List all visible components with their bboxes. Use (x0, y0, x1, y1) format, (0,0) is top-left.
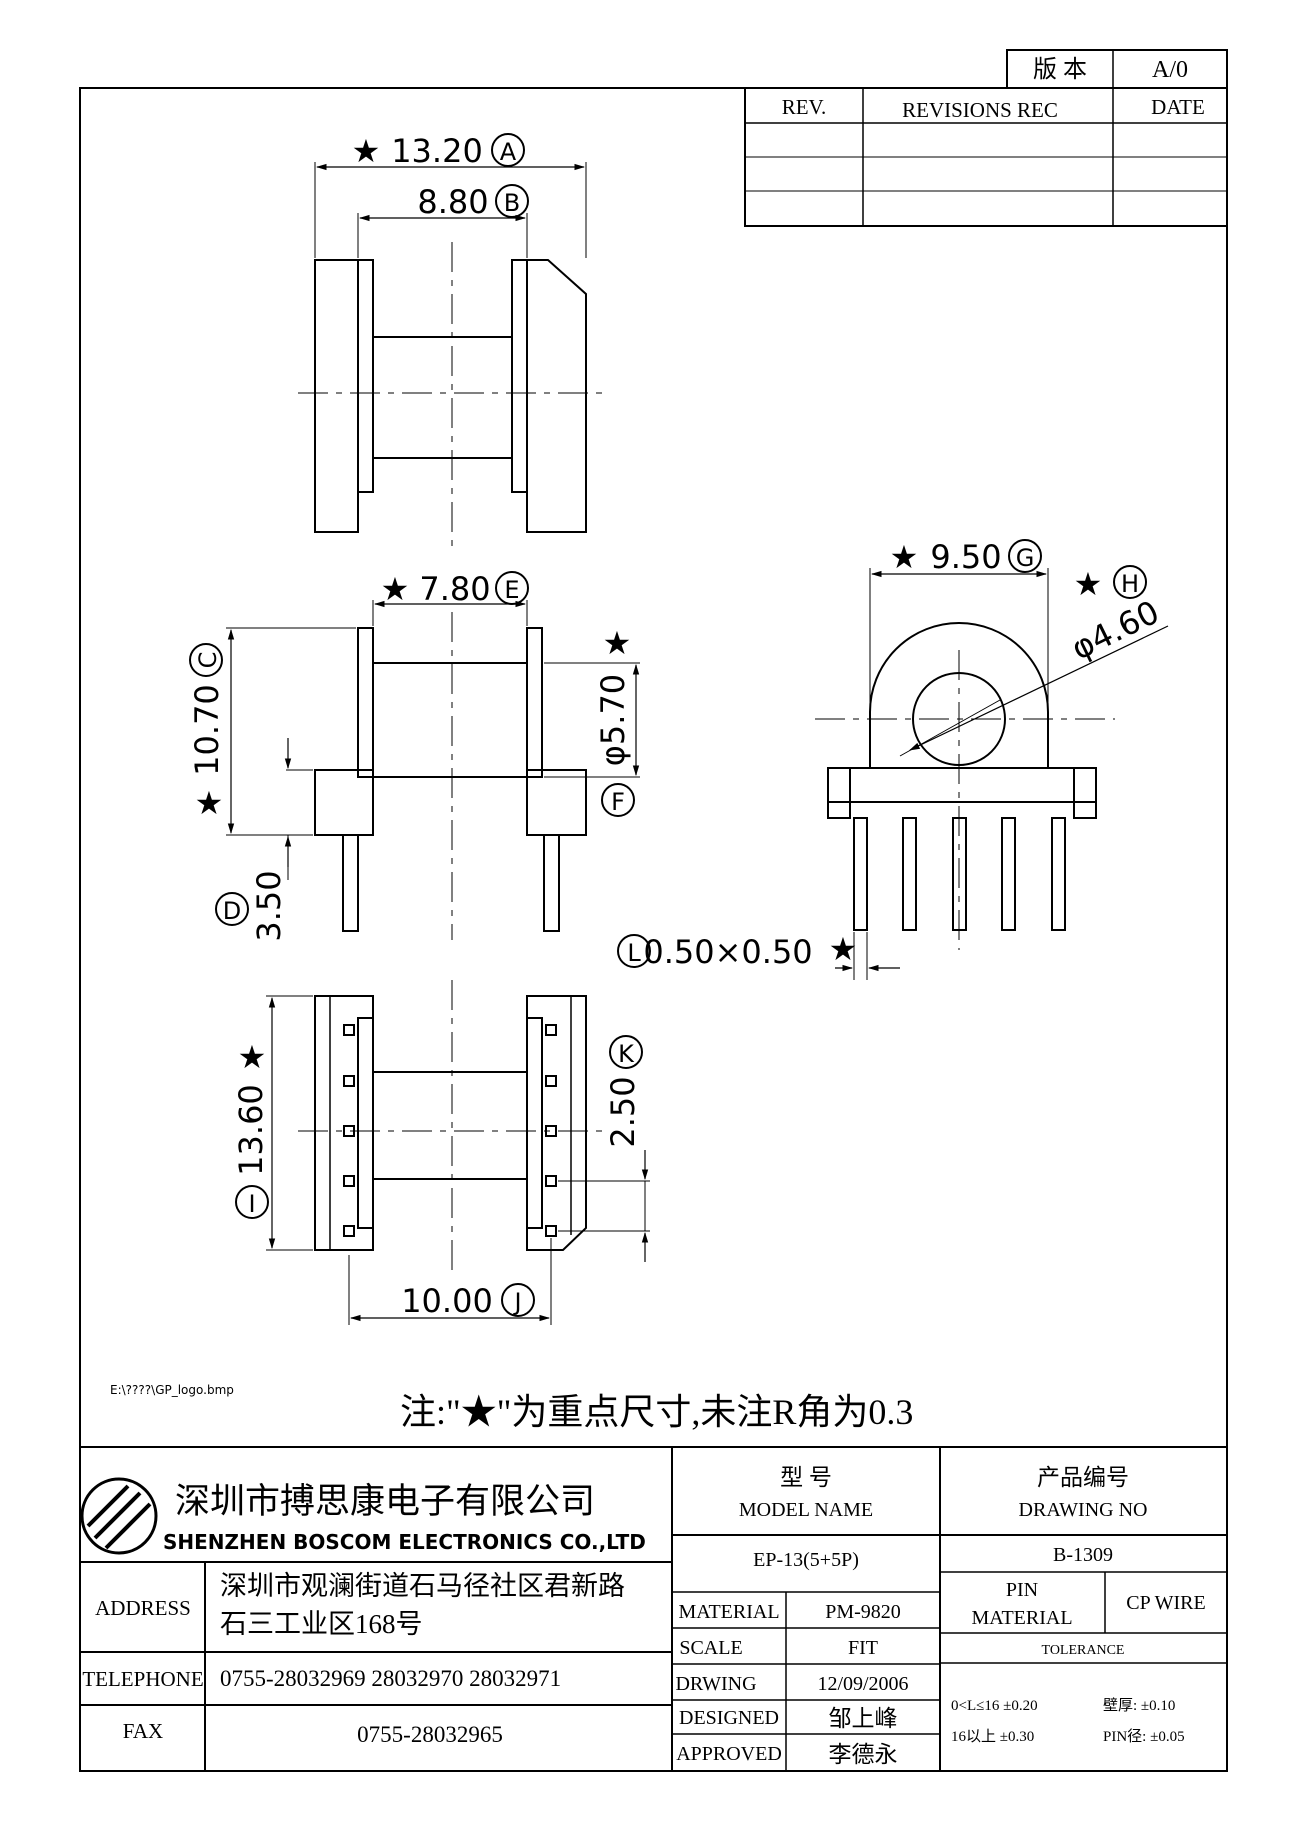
revision-table: REV. REVISIONS REC DATE (744, 87, 1228, 227)
dim-c-letter: C (194, 652, 222, 669)
front-view (226, 600, 640, 940)
dim-a-letter: A (500, 138, 517, 166)
dim-f-letter: F (611, 788, 625, 816)
dim-c: C 10.70 ★ (188, 643, 226, 822)
dim-e: ★ 7.80 E (381, 570, 529, 608)
scale-label: SCALE (679, 1637, 742, 1659)
tolerance-row1-a: 0<L≤16 ±0.20 (951, 1698, 1038, 1714)
dim-i-star: ★ (238, 1038, 267, 1076)
tolerance-row2-b: PIN径: ±0.05 (1103, 1728, 1185, 1745)
title-block (80, 1446, 1227, 1771)
date-col-header: DATE (1151, 95, 1205, 119)
dim-c-star: ★ (195, 784, 224, 822)
drawing-border (79, 87, 1228, 1772)
dim-h-letter: H (1121, 570, 1139, 598)
dim-k: K 2.50 (604, 1035, 643, 1148)
pin-material-value: CP WIRE (1126, 1592, 1205, 1614)
model-label-cn: 型 号 (780, 1465, 832, 1490)
drwing-label: DRWING (675, 1673, 756, 1695)
telephone-value: 0755-28032969 28032970 28032971 (220, 1666, 561, 1691)
tolerance-row2-a: 16以上 ±0.30 (951, 1728, 1034, 1745)
drawing-no-label-cn: 产品编号 (1037, 1465, 1129, 1490)
model-value: EP-13(5+5P) (753, 1549, 859, 1571)
pin-material-label-2: MATERIAL (971, 1607, 1072, 1629)
dim-a-value: 13.20 (391, 132, 483, 170)
approved-value: 李德永 (829, 1742, 898, 1767)
dim-f-star: ★ (603, 624, 632, 662)
address-label: ADDRESS (95, 1596, 191, 1620)
version-box: 版 本 A/0 (1006, 49, 1228, 89)
drwing-value: 12/09/2006 (817, 1673, 908, 1695)
dim-i-letter: I (248, 1190, 255, 1218)
material-value: PM-9820 (825, 1601, 901, 1623)
dim-j: 10.00 J (401, 1282, 535, 1320)
fax-label: FAX (123, 1719, 163, 1743)
version-label: 版 本 (1033, 56, 1087, 83)
dim-e-value: 7.80 (419, 570, 490, 608)
tolerance-row1-b: 壁厚: ±0.10 (1103, 1697, 1175, 1714)
company-logo (80, 1477, 158, 1555)
dim-l: L 0.50×0.50 ★ (617, 930, 858, 971)
dim-b: 8.80 B (417, 183, 529, 221)
dim-c-value: 10.70 (188, 684, 226, 776)
dim-d-value: 3.50 (250, 870, 288, 941)
dim-f-value: φ5.70 (594, 674, 632, 766)
designed-label: DESIGNED (679, 1707, 779, 1729)
dim-a-star: ★ (352, 132, 381, 170)
bottom-view (266, 980, 650, 1325)
dim-l-letter: L (627, 939, 641, 967)
dim-b-value: 8.80 (417, 183, 488, 221)
logo-path-text: E:\????\GP_logo.bmp (110, 1383, 234, 1397)
scale-value: FIT (848, 1637, 878, 1659)
rev-col-header: REV. (782, 95, 827, 119)
top-view (298, 162, 604, 548)
dim-b-letter: B (504, 189, 520, 217)
pin-material-label-1: PIN (1006, 1579, 1038, 1601)
dim-k-value: 2.50 (604, 1076, 642, 1147)
dim-d: D 3.50 (215, 870, 288, 942)
approved-label: APPROVED (676, 1743, 782, 1765)
dim-d-letter: D (223, 897, 241, 925)
model-label-en: MODEL NAME (739, 1499, 873, 1521)
designed-value: 邹上峰 (829, 1706, 898, 1731)
dim-a: ★ 13.20 A (352, 132, 525, 170)
version-value: A/0 (1152, 57, 1188, 83)
address-line1: 深圳市观澜街道石马径社区君新路 (220, 1571, 625, 1601)
company-name-cn: 深圳市搏思康电子有限公司 (175, 1482, 595, 1521)
dim-f: ★ φ5.70 F (594, 624, 635, 817)
fax-value: 0755-28032965 (357, 1722, 503, 1747)
dim-g: ★ 9.50 G (890, 538, 1042, 576)
dim-j-letter: J (512, 1288, 521, 1316)
address-line2: 石三工业区168号 (220, 1609, 423, 1639)
drawing-no-label-en: DRAWING NO (1019, 1499, 1148, 1521)
revisions-col-header: REVISIONS REC (902, 98, 1058, 122)
dim-g-letter: G (1016, 544, 1035, 572)
dim-k-letter: K (618, 1040, 635, 1068)
dim-h-star: ★ (1074, 565, 1103, 603)
dim-e-letter: E (504, 576, 519, 604)
dim-e-star: ★ (381, 570, 410, 608)
dim-h: ★ H φ4.60 (1065, 565, 1165, 667)
dim-g-star: ★ (890, 538, 919, 576)
dim-j-value: 10.00 (401, 1282, 493, 1320)
telephone-label: TELEPHONE (82, 1667, 203, 1691)
dim-l-star: ★ (829, 930, 858, 968)
dim-g-value: 9.50 (930, 538, 1001, 576)
dim-i: ★ 13.60 I (232, 1038, 270, 1219)
dim-i-value: 13.60 (232, 1084, 270, 1176)
key-dimension-note: 注:"★"为重点尺寸,未注R角为0.3 (400, 1392, 913, 1432)
material-label: MATERIAL (678, 1601, 779, 1623)
drawing-no-value: B-1309 (1053, 1544, 1113, 1566)
dim-h-value: φ4.60 (1065, 593, 1165, 668)
company-name-en: SHENZHEN BOSCOM ELECTRONICS CO.,LTD (163, 1530, 646, 1554)
dim-l-value: 0.50×0.50 (643, 933, 812, 971)
side-view (815, 568, 1169, 980)
tolerance-label: TOLERANCE (1042, 1643, 1125, 1658)
